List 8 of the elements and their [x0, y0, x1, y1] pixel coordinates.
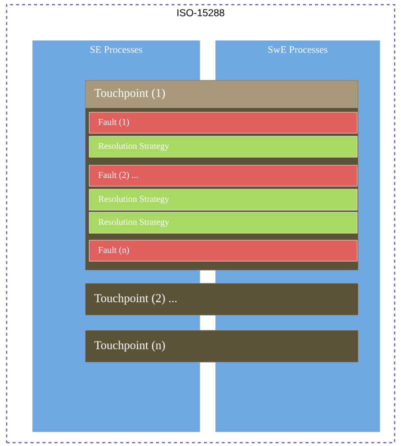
fault-bar: Fault (n): [89, 240, 358, 262]
touchpoint-box: Touchpoint (n): [85, 330, 358, 362]
touchpoint-box: Touchpoint (2) ...: [85, 283, 358, 316]
strategy-bar: Resolution Strategy: [89, 136, 358, 158]
strategy-bar: Resolution Strategy: [89, 189, 358, 210]
strategy-bar: Resolution Strategy: [89, 212, 358, 234]
fault-bar: Fault (2) ...: [89, 165, 358, 186]
fault-bar: Fault (1): [89, 112, 358, 134]
